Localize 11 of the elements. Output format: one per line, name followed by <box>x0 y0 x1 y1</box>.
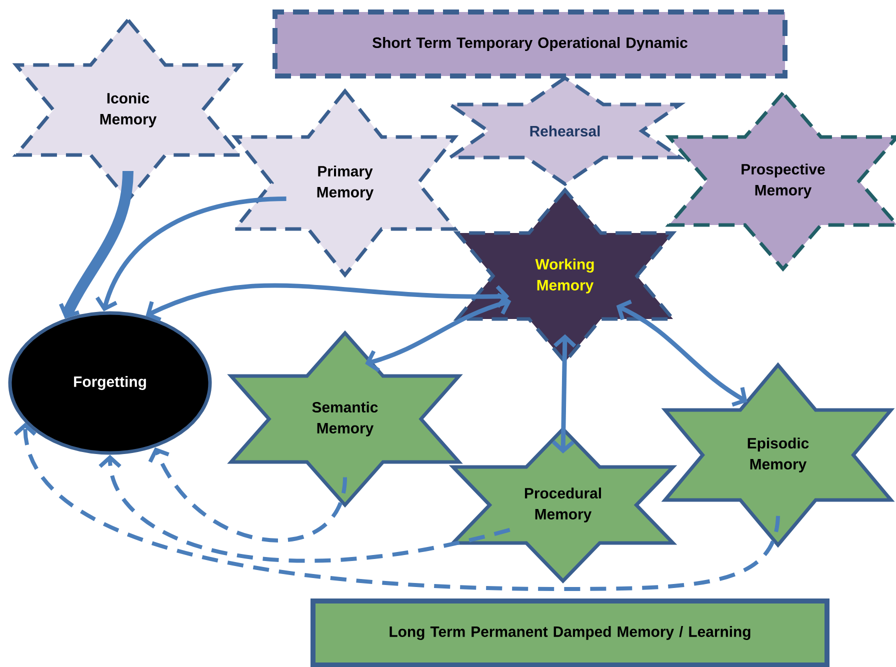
arrow <box>14 422 780 591</box>
text-box: Long Term Permanent Damped Memory / Learning <box>310 598 830 667</box>
arrow <box>148 447 347 542</box>
arrow <box>98 454 510 563</box>
arrow <box>616 300 748 407</box>
arrow <box>552 334 576 454</box>
arrow <box>59 170 134 319</box>
arrow <box>146 283 510 322</box>
arrow <box>95 196 286 312</box>
text-box: Short Term Temporary Operational Dynamic <box>272 10 788 78</box>
arrow <box>365 292 512 372</box>
